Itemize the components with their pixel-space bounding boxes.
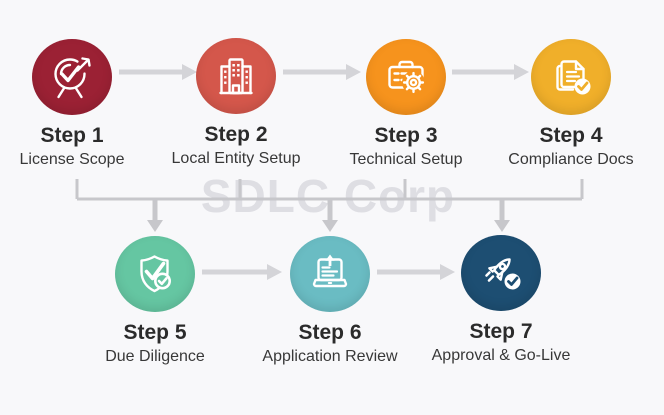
step-6-node: Step 6 Application Review: [242, 236, 418, 366]
down-arrow-step6: [322, 199, 338, 232]
step-3-subtitle: Technical Setup: [349, 151, 463, 169]
step-4-subtitle: Compliance Docs: [508, 151, 634, 169]
step-5-subtitle: Due Diligence: [105, 348, 205, 366]
arrow-step3-step4: [452, 64, 529, 80]
step-4-circle: [531, 39, 611, 115]
step-7-title: Step 7: [469, 320, 533, 343]
laptop-review-icon: [312, 254, 348, 288]
step-1-title: Step 1: [40, 124, 104, 147]
arrow-step6-step7: [377, 264, 455, 280]
step-6-circle: [290, 236, 370, 312]
step-5-circle: [115, 236, 195, 312]
step-5-title: Step 5: [123, 321, 187, 344]
step-1-subtitle: License Scope: [19, 151, 125, 169]
watermark-text: SDLC Corp: [200, 170, 456, 222]
bus-connector: [75, 179, 584, 201]
step-2-subtitle: Local Entity Setup: [171, 150, 301, 168]
rocket-check-icon: [485, 258, 521, 290]
step-3-title: Step 3: [374, 124, 438, 147]
briefcase-gear-icon: [388, 60, 425, 94]
step-7-node: Step 7 Approval & Go-Live: [413, 235, 589, 365]
step-4-title: Step 4: [539, 124, 603, 147]
down-arrow-step7: [494, 199, 510, 232]
down-arrow-step5: [147, 199, 163, 232]
step-4-node: Step 4 Compliance Docs: [483, 39, 659, 169]
shield-check-icon: [140, 255, 171, 293]
step-3-node: Step 3 Technical Setup: [318, 39, 494, 169]
arrow-step5-step6: [202, 264, 282, 280]
step-7-circle: [461, 235, 541, 311]
step-6-title: Step 6: [298, 321, 362, 344]
building-icon: [219, 58, 253, 95]
step-6-subtitle: Application Review: [262, 348, 398, 366]
arrow-step2-step3: [283, 64, 361, 80]
step-2-title: Step 2: [204, 123, 268, 146]
step-3-circle: [366, 39, 446, 115]
target-check-icon: [54, 57, 91, 99]
step-2-circle: [196, 38, 276, 114]
step-1-node: Step 1 License Scope: [0, 39, 160, 169]
arrow-step1-step2: [119, 64, 197, 80]
step-2-node: Step 2 Local Entity Setup: [148, 38, 324, 168]
documents-check-icon: [556, 60, 591, 95]
step-1-circle: [32, 39, 112, 115]
step-7-subtitle: Approval & Go-Live: [431, 347, 571, 365]
step-5-node: Step 5 Due Diligence: [67, 236, 243, 366]
